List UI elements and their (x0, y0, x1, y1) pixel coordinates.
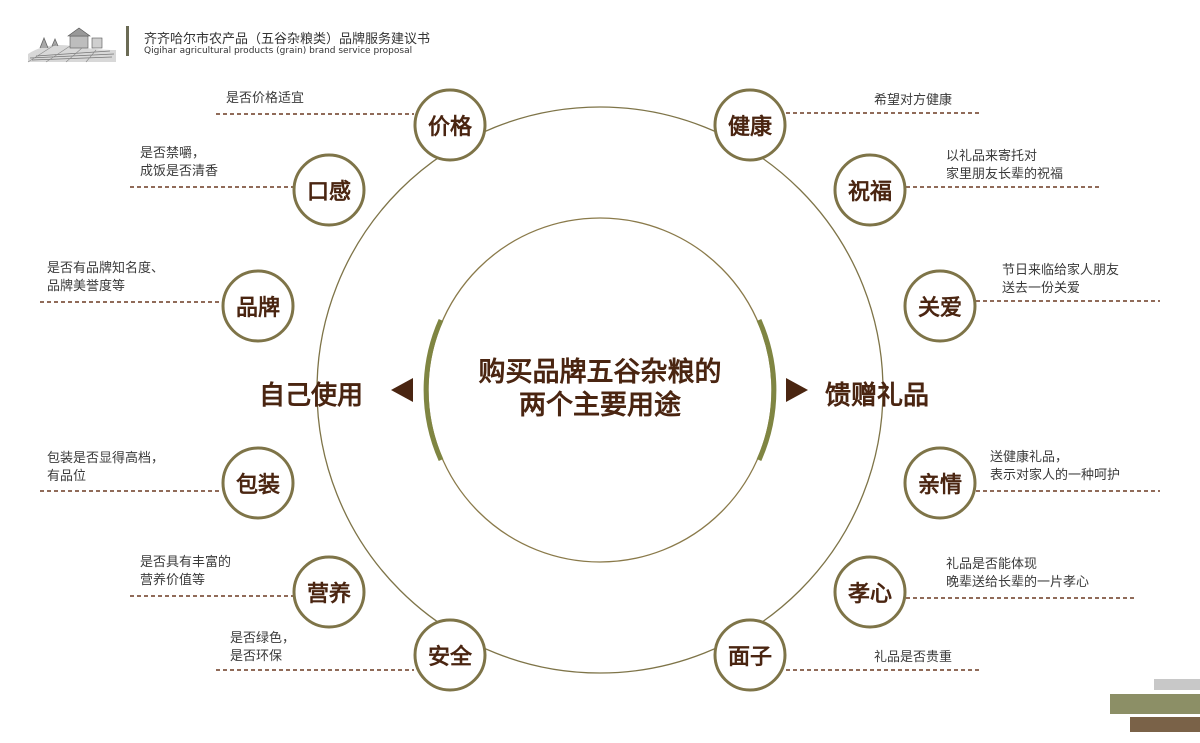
circle-nutrition: 营养 (306, 582, 351, 607)
desc-line: 节日来临给家人朋友 (1002, 263, 1120, 278)
right-arrow-icon (786, 378, 808, 402)
desc-care: 节日来临给家人朋友 送去一份关爱 (1002, 262, 1119, 298)
left-side-label: 自己使用 (259, 381, 364, 411)
right-side-label: 馈赠礼品 (825, 381, 930, 411)
corner-bar-olive (1110, 694, 1200, 714)
desc-line: 是否价格适宜 (226, 91, 305, 106)
circle-care: 关爱 (917, 296, 962, 321)
circle-price: 价格 (427, 115, 472, 140)
desc-price: 是否价格适宜 (226, 90, 304, 108)
circle-packaging: 包装 (235, 473, 280, 498)
circle-brand: 品牌 (235, 296, 280, 321)
desc-face: 礼品是否贵重 (874, 649, 952, 667)
desc-line: 晚辈送给长辈的一片孝心 (946, 575, 1090, 590)
desc-safety: 是否绿色， 是否环保 (230, 630, 295, 666)
circle-health: 健康 (727, 115, 772, 140)
desc-health: 希望对方健康 (874, 92, 952, 110)
desc-line: 是否具有丰富的 (140, 555, 232, 570)
circle-filial: 孝心 (847, 582, 892, 607)
center-title: 购买品牌五谷杂粮的 两个主要用途 (440, 356, 760, 422)
desc-taste: 是否禁嚼， 成饭是否清香 (140, 145, 218, 181)
desc-packaging: 包装是否显得高档， 有品位 (47, 450, 164, 486)
desc-brand: 是否有品牌知名度、 品牌美誉度等 (47, 260, 164, 296)
header: 齐齐哈尔市农产品（五谷杂粮类）品牌服务建议书 Qigihar agricultu… (26, 22, 526, 66)
desc-line: 品牌美誉度等 (47, 279, 126, 294)
desc-line: 礼品是否能体现 (946, 557, 1038, 572)
desc-line: 送去一份关爱 (1002, 281, 1081, 296)
desc-line: 是否禁嚼， (140, 146, 206, 161)
circle-safety: 安全 (427, 645, 472, 670)
label-circles (221, 88, 977, 692)
desc-line: 礼品是否贵重 (874, 650, 953, 665)
desc-filial: 礼品是否能体现 晚辈送给长辈的一片孝心 (946, 556, 1089, 592)
left-accent-arc (423, 318, 444, 462)
desc-line: 包装是否显得高档， (47, 451, 165, 466)
left-arrow-icon (391, 378, 413, 402)
desc-line: 有品位 (47, 469, 87, 484)
right-connectors (786, 112, 1160, 671)
desc-line: 营养价值等 (140, 573, 206, 588)
desc-line: 送健康礼品， (990, 450, 1069, 465)
left-connectors (40, 113, 414, 671)
corner-bar-light (1154, 679, 1200, 690)
circle-family: 亲情 (917, 473, 962, 498)
desc-line: 是否环保 (230, 649, 283, 664)
desc-line: 以礼品来寄托对 (946, 149, 1038, 164)
desc-family: 送健康礼品， 表示对家人的一种呵护 (990, 449, 1120, 485)
circle-blessing: 祝福 (847, 180, 892, 205)
desc-line: 是否绿色， (230, 631, 296, 646)
desc-line: 成饭是否清香 (140, 164, 219, 179)
circle-face: 面子 (727, 645, 772, 670)
desc-nutrition: 是否具有丰富的 营养价值等 (140, 554, 231, 590)
center-title-line2: 两个主要用途 (519, 390, 681, 421)
circle-taste: 口感 (306, 180, 351, 205)
desc-line: 家里朋友长辈的祝福 (946, 167, 1064, 182)
desc-line: 是否有品牌知名度、 (47, 261, 165, 276)
right-accent-arc (756, 318, 777, 462)
farm-logo-icon (27, 27, 116, 63)
center-title-line1: 购买品牌五谷杂粮的 (478, 357, 722, 388)
desc-line: 希望对方健康 (874, 93, 953, 108)
desc-line: 表示对家人的一种呵护 (990, 468, 1121, 483)
outer-ring (316, 106, 884, 674)
corner-bar-brown (1130, 717, 1200, 732)
header-bar (126, 26, 129, 56)
header-subtitle: Qigihar agricultural products (grain) br… (144, 46, 413, 56)
desc-blessing: 以礼品来寄托对 家里朋友长辈的祝福 (946, 148, 1063, 184)
header-title: 齐齐哈尔市农产品（五谷杂粮类）品牌服务建议书 (144, 32, 431, 47)
